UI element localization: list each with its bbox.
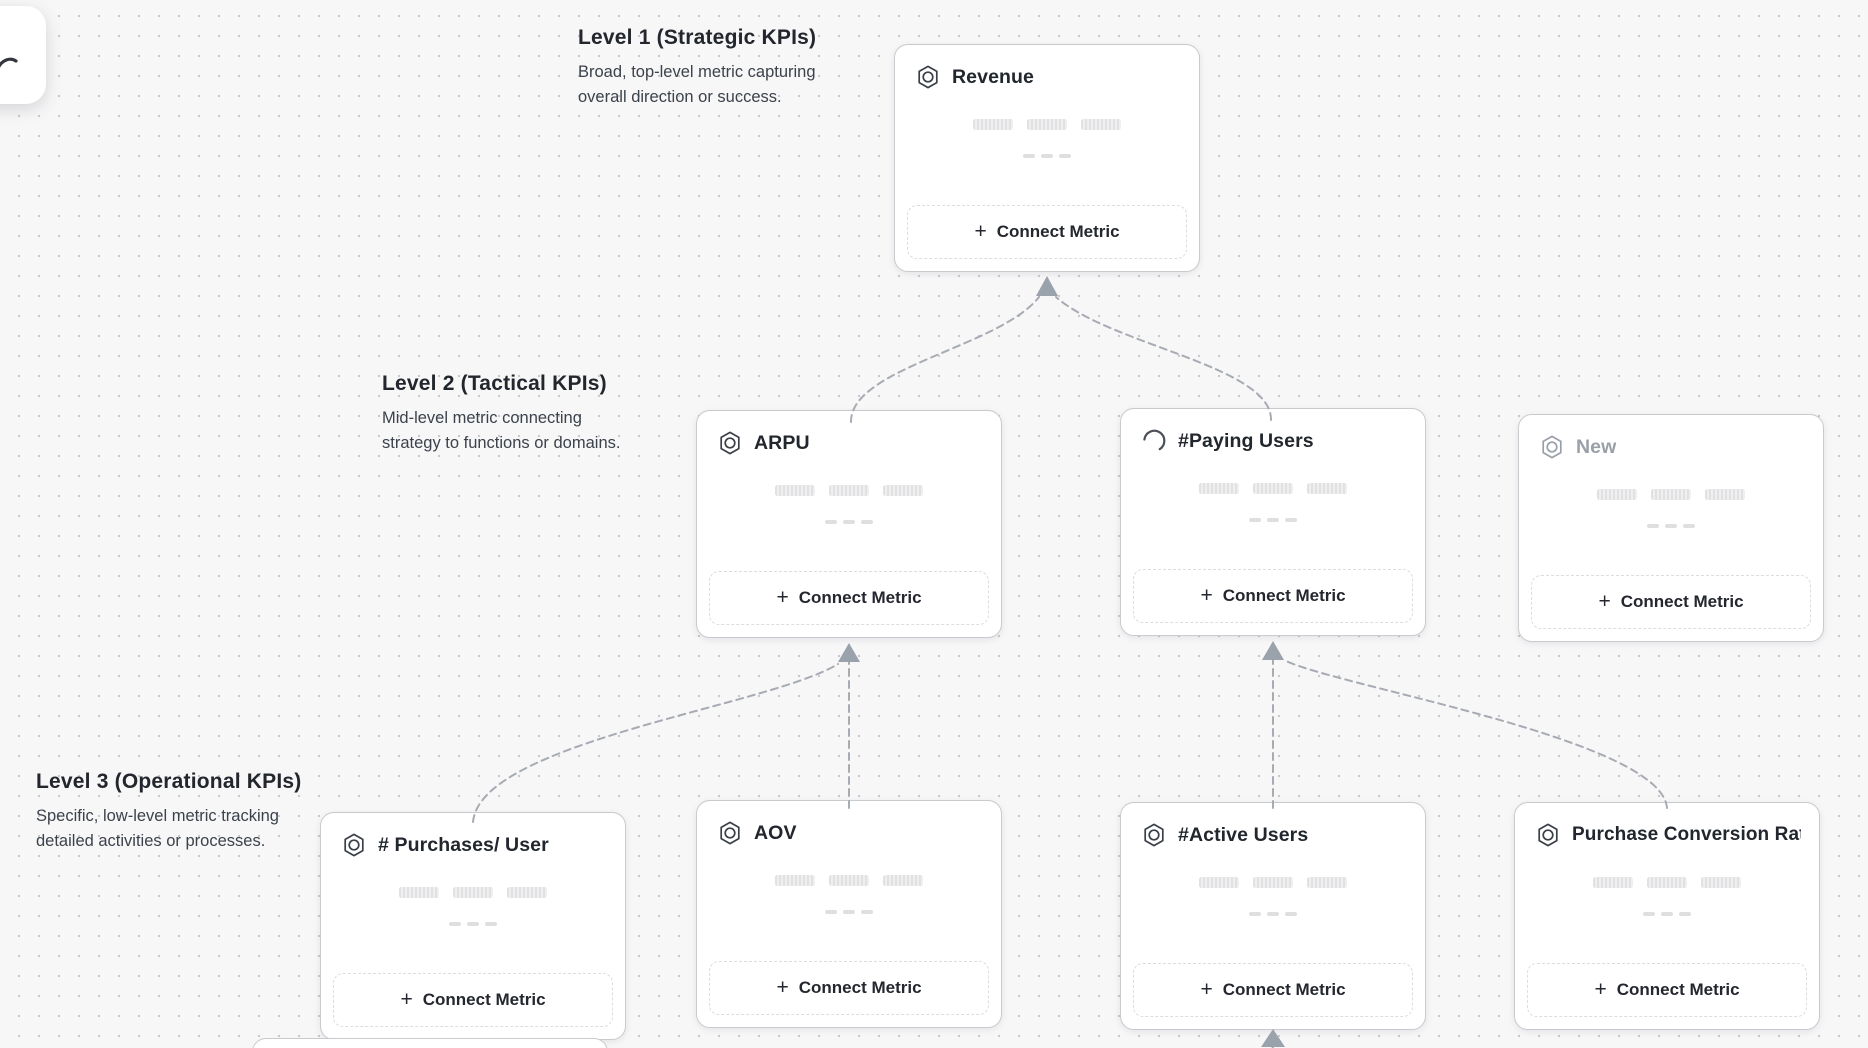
level-1-description: Broad, top-level metric capturing overal… [578,63,816,106]
plus-icon: + [1598,589,1611,613]
card-header: ARPU [697,411,1001,456]
edge-purchases-to-arpu [472,663,839,823]
card-title: # Purchases/ User [378,833,549,856]
plus-icon: + [974,219,987,243]
metric-card-purchase-conversion-rate[interactable]: Purchase Conversion Rate + Connect Metri… [1514,802,1820,1030]
connect-metric-button[interactable]: + Connect Metric [709,961,989,1015]
plus-icon: + [1594,977,1607,1001]
skeleton-bars [1597,489,1745,500]
hexagon-metric-icon [717,820,743,846]
card-title: New [1576,435,1617,458]
skeleton-bars [775,875,923,886]
metric-card-paying-users[interactable]: #Paying Users + Connect Metric [1120,408,1426,636]
plus-icon: + [1200,977,1213,1001]
chart-skeleton [895,119,1199,158]
chart-skeleton [321,887,625,926]
arrowhead-into-arpu [838,643,860,662]
hexagon-metric-icon [1141,822,1167,848]
spinner-icon [1141,428,1167,454]
connect-metric-button[interactable]: + Connect Metric [333,973,613,1027]
skeleton-bars [1199,877,1347,888]
metric-card-aov[interactable]: AOV + Connect Metric [696,800,1002,1028]
chart-skeleton [697,875,1001,914]
card-title: AOV [754,821,797,844]
edge-pcr-to-paying-users [1285,660,1668,809]
card-title: #Active Users [1178,823,1309,846]
plus-icon: + [1200,583,1213,607]
card-header: AOV [697,801,1001,846]
skeleton-dashes [1647,524,1695,528]
hexagon-metric-icon [717,430,743,456]
skeleton-dashes [1249,912,1297,916]
skeleton-dashes [1023,154,1071,158]
plus-icon: + [776,585,789,609]
skeleton-bars [1593,877,1741,888]
connect-metric-label: Connect Metric [1222,980,1346,999]
skeleton-dashes [1643,912,1691,916]
skeleton-bars [973,119,1121,130]
connect-metric-label: Connect Metric [996,222,1120,241]
card-header: Purchase Conversion Rate [1515,803,1819,848]
skeleton-bars [399,887,547,898]
skeleton-dashes [449,922,497,926]
connect-metric-label: Connect Metric [1616,980,1740,999]
connect-metric-button[interactable]: + Connect Metric [1133,963,1413,1017]
card-header: New [1519,415,1823,460]
hexagon-metric-icon [915,64,941,90]
card-header: # Purchases/ User [321,813,625,858]
connect-metric-button[interactable]: + Connect Metric [1531,575,1811,629]
card-title: #Paying Users [1178,429,1314,452]
connect-metric-button[interactable]: + Connect Metric [907,205,1187,259]
arrowhead-into-paying-users [1262,641,1284,660]
arrowhead-into-revenue [1036,276,1058,296]
level-1-heading: Level 1 (Strategic KPIs) [578,26,817,49]
edge-paying-users-to-revenue [1055,296,1273,421]
plus-icon: + [776,975,789,999]
hexagon-metric-icon [341,832,367,858]
chart-skeleton [1121,483,1425,522]
metric-card-active-users[interactable]: #Active Users + Connect Metric [1120,802,1426,1030]
skeleton-bars [1199,483,1347,494]
tool-stroke-icon [0,57,18,68]
metric-card-purchases-per-user[interactable]: # Purchases/ User + Connect Metric [320,812,626,1040]
connect-metric-button[interactable]: + Connect Metric [709,571,989,625]
card-title: Purchase Conversion Rate [1572,824,1801,845]
hexagon-metric-icon [1535,822,1561,848]
chart-skeleton [697,485,1001,524]
card-header: Revenue [895,45,1199,90]
floating-toolbar-partial[interactable] [0,6,46,104]
hexagon-metric-icon [1539,434,1565,460]
skeleton-dashes [825,910,873,914]
chart-skeleton [1121,877,1425,916]
level-3-description: Specific, low-level metric tracking deta… [36,807,279,850]
edge-arpu-to-revenue [849,296,1040,423]
connect-metric-label: Connect Metric [422,990,546,1009]
level-2-heading: Level 2 (Tactical KPIs) [382,372,607,395]
skeleton-dashes [825,520,873,524]
card-title: Revenue [952,65,1034,88]
metric-card-arpu[interactable]: ARPU + Connect Metric [696,410,1002,638]
chart-skeleton [1519,489,1823,528]
connect-metric-label: Connect Metric [1222,586,1346,605]
connect-metric-label: Connect Metric [798,978,922,997]
metric-card-partial-bottom[interactable] [252,1038,608,1048]
connect-metric-button[interactable]: + Connect Metric [1133,569,1413,623]
card-title: ARPU [754,431,810,454]
arrowhead-into-active-users [1261,1029,1285,1047]
skeleton-bars [775,485,923,496]
metric-card-new[interactable]: New + Connect Metric [1518,414,1824,642]
metric-card-revenue[interactable]: Revenue + Connect Metric [894,44,1200,272]
connect-metric-label: Connect Metric [798,588,922,607]
level-3-heading: Level 3 (Operational KPIs) [36,770,302,793]
connect-metric-button[interactable]: + Connect Metric [1527,963,1807,1017]
skeleton-dashes [1249,518,1297,522]
plus-icon: + [400,987,413,1011]
chart-skeleton [1515,877,1819,916]
connect-metric-label: Connect Metric [1620,592,1744,611]
card-header: #Active Users [1121,803,1425,848]
level-2-description: Mid-level metric connecting strategy to … [382,409,621,452]
card-header: #Paying Users [1121,409,1425,454]
